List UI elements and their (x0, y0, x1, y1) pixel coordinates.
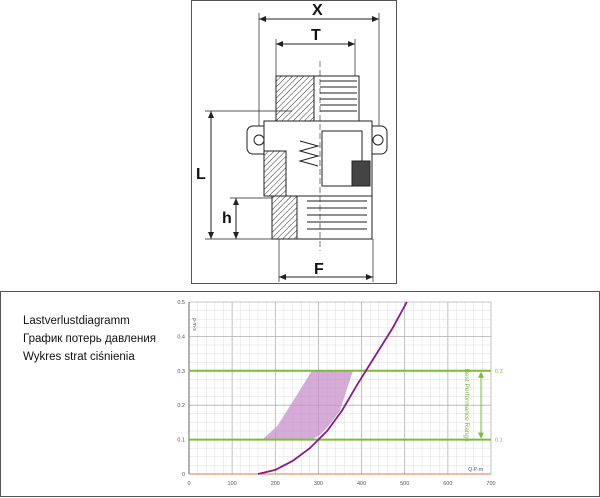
x-tick-label: 300 (314, 481, 323, 487)
x-tick-label: 700 (486, 481, 495, 487)
x-tick-label: 400 (357, 481, 366, 487)
label-t: T (311, 27, 321, 44)
x-tick-label: 0 (187, 481, 190, 487)
label-l: L (196, 166, 206, 183)
dimension-h: h (222, 197, 272, 239)
chart-titles: Lastverlustdiagramm График потерь давлен… (23, 312, 156, 366)
x-unit-label: Q·P·m (468, 467, 483, 473)
dimension-l: L (196, 110, 292, 240)
label-x: X (312, 2, 323, 19)
label-f: F (314, 261, 324, 278)
pressure-loss-curve (257, 301, 408, 475)
y-tick-label: 0.5 (177, 300, 185, 306)
range-arrow-head-bottom (478, 432, 484, 439)
valve-section-drawing: X T L h (196, 2, 388, 282)
range-arrow-head-top (478, 371, 484, 378)
label-h: h (222, 210, 232, 227)
y-tick-label: 0.1 (177, 438, 185, 444)
range-label: Best Performance Range (463, 369, 470, 442)
title-russian: График потерь давления (23, 333, 157, 345)
pressure-loss-chart-panel: Lastverlustdiagramm График потерь давлен… (0, 291, 600, 497)
performance-band (262, 370, 353, 440)
valve-body (246, 61, 388, 251)
dimension-x: X (258, 2, 380, 141)
dimension-t: T (275, 27, 356, 76)
x-tick-label: 100 (228, 481, 237, 487)
reference-line-label: 0.1 (495, 438, 503, 444)
title-german: Lastverlustdiagramm (23, 315, 130, 327)
y-unit-label: p·m·s (191, 318, 197, 331)
reference-line-label: 0.3 (495, 369, 503, 375)
dimension-f: F (278, 239, 374, 282)
y-tick-label: 0.2 (177, 403, 185, 409)
x-tick-label: 500 (400, 481, 409, 487)
y-tick-label: 0.4 (177, 334, 185, 340)
y-tick-label: 0 (182, 472, 185, 478)
title-polish: Wykres strat ciśnienia (23, 351, 135, 363)
pressure-loss-chart: 0 100 200 300 400 500 600 700 0 0.1 0.2 0.3 0.4 0.5Q·… (177, 300, 503, 487)
x-tick-label: 200 (271, 481, 280, 487)
valve-drawing-panel: X T L h (191, 0, 397, 284)
x-tick-label: 600 (443, 481, 452, 487)
y-tick-label: 0.3 (177, 369, 185, 375)
